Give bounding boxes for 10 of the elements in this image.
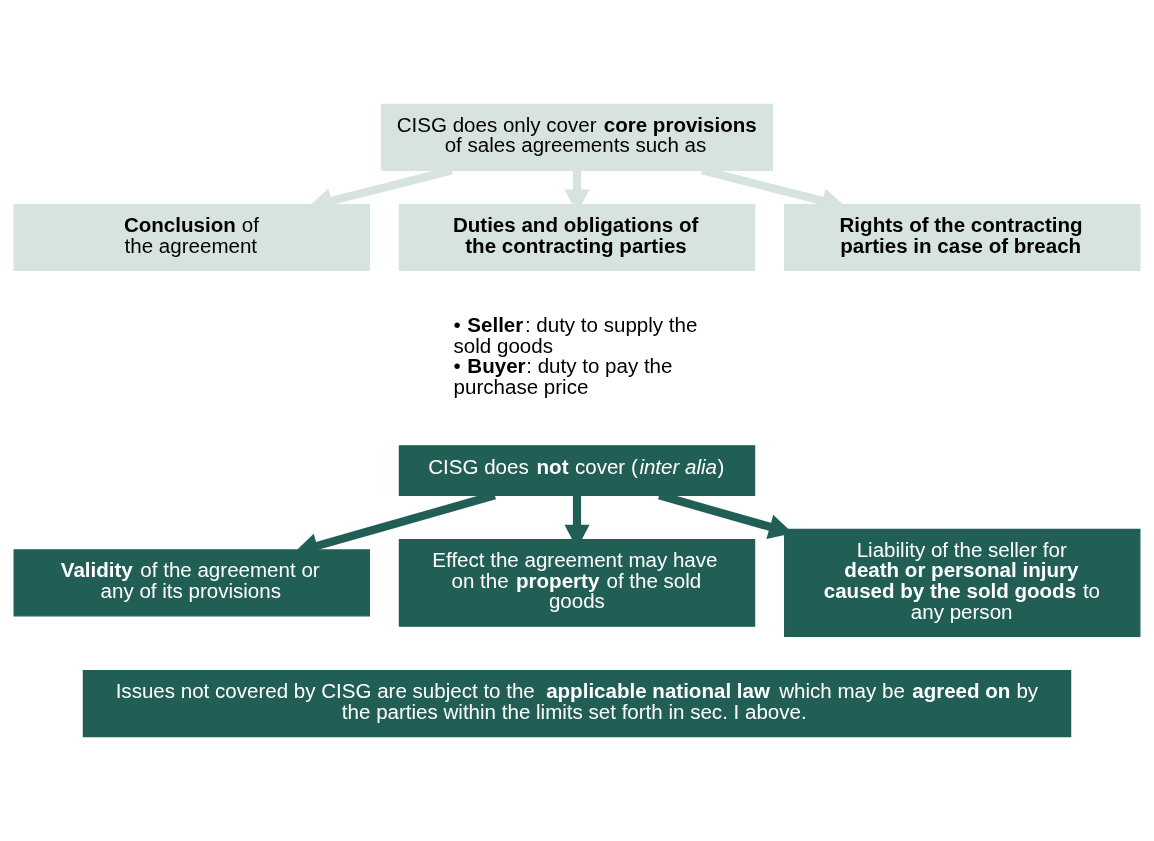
node-label: • Seller: duty to supply the sold goods <box>453 313 698 357</box>
node-box: CISG does not cover (inter alia) <box>398 445 756 496</box>
node-box: Duties and obligations of the contracting parties <box>398 203 756 272</box>
node-box: Effect the agreement may have on the property of the sold goods <box>398 539 756 627</box>
node-box: Rights of the contracting parties in case of breach <box>784 203 1141 272</box>
node-box: Liability of the seller for death or personal injury caused by the sold goods to any person <box>784 528 1141 638</box>
node-box: CISG does only cover core provisions of sales agreements such as <box>380 103 774 171</box>
node-box: Issues not covered by CISG are subject to the applicable national law which may be agreed on by the parties within the limits set forth in sec. I above. <box>82 670 1072 738</box>
node-box: Conclusion of the agreement <box>13 203 370 272</box>
node-box: Validity of the agreement or any of its provisions <box>13 549 370 617</box>
